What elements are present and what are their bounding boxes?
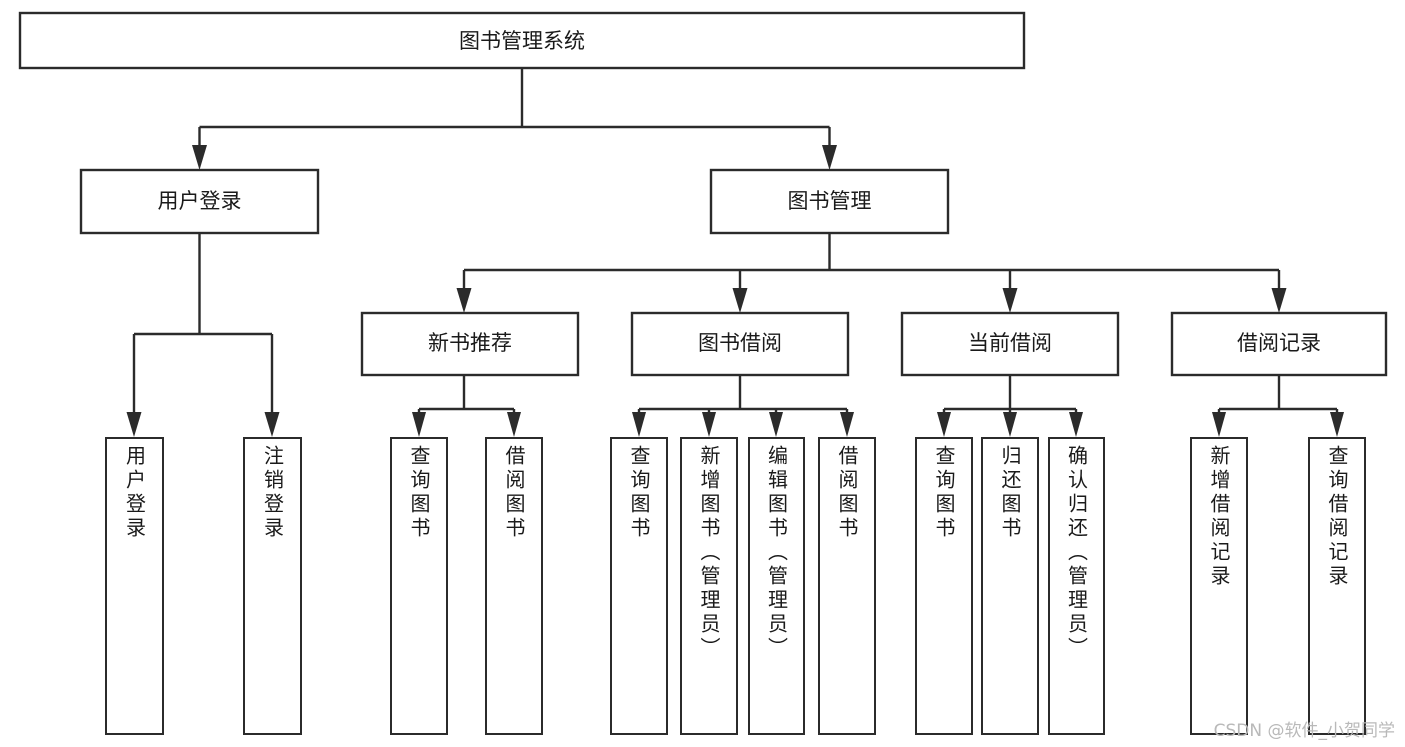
node-new-book-recommend[interactable]: 新书推荐 (360, 311, 580, 377)
arrow-head-borrowrecord-leaf1 (1212, 412, 1226, 437)
node-current-borrow[interactable]: 当前借阅 (900, 311, 1120, 377)
leaf-label: 用户登录 (122, 445, 147, 541)
leaf-node-logout[interactable]: 注销登录 (243, 437, 302, 735)
leaf-node-confirm-return-admin[interactable]: 确认归还（管理员） (1048, 437, 1105, 735)
book-management-box[interactable] (709, 168, 950, 235)
connectors-borrow-to-leaves (632, 375, 854, 437)
leaf-node-edit-book-admin[interactable]: 编辑图书（管理员） (748, 437, 805, 735)
new-book-recommend-box[interactable] (360, 311, 580, 377)
leaf-label: 编辑图书（管理员） (764, 445, 789, 661)
node-book-management[interactable]: 图书管理 (709, 168, 950, 235)
arrow-head-user-login (192, 145, 207, 170)
connectors-root-to-level2 (192, 68, 837, 170)
arrow-head-borrow (732, 288, 748, 313)
new-book-recommend-label: 新书推荐 (428, 331, 512, 355)
leaf-label: 借阅图书 (835, 445, 859, 541)
leaf-node-query-book-newbook[interactable]: 查询图书 (390, 437, 448, 735)
user-login-box[interactable] (79, 168, 320, 235)
root-box[interactable] (18, 11, 1026, 70)
arrow-head-borrow-leaf4 (840, 412, 854, 437)
arrow-head-newbook-leaf2 (507, 412, 521, 437)
leaf-node-query-book-borrow[interactable]: 查询图书 (610, 437, 668, 735)
node-book-borrow[interactable]: 图书借阅 (630, 311, 850, 377)
arrow-head-newbook (456, 288, 472, 313)
leaf-node-add-borrow-record[interactable]: 新增借阅记录 (1190, 437, 1248, 735)
borrow-record-box[interactable] (1170, 311, 1388, 377)
arrow-head-borrow-leaf3 (769, 412, 783, 437)
leaf-label: 查询借阅记录 (1325, 445, 1349, 589)
leaf-label: 注销登录 (260, 445, 285, 541)
leaf-label: 查询图书 (627, 445, 651, 541)
root-label: 图书管理系统 (459, 29, 585, 53)
leaf-node-borrow-book-borrow[interactable]: 借阅图书 (818, 437, 876, 735)
leaf-node-return-book[interactable]: 归还图书 (981, 437, 1039, 735)
connectors-userlogin-to-leaves (126, 233, 280, 437)
leaf-node-borrow-book-newbook[interactable]: 借阅图书 (485, 437, 543, 735)
current-borrow-label: 当前借阅 (968, 331, 1052, 355)
leaf-label: 借阅图书 (502, 445, 526, 541)
leaf-node-user-login[interactable]: 用户登录 (105, 437, 164, 735)
user-login-label: 用户登录 (158, 189, 242, 213)
leaf-node-query-book-current[interactable]: 查询图书 (915, 437, 973, 735)
node-user-login[interactable]: 用户登录 (79, 168, 320, 235)
leaf-node-add-book-admin[interactable]: 新增图书（管理员） (680, 437, 738, 735)
book-borrow-box[interactable] (630, 311, 850, 377)
leaf-label: 新增图书（管理员） (697, 445, 721, 661)
arrow-head-book-manage (822, 145, 837, 170)
arrow-head-current-borrow (1002, 288, 1018, 313)
leaf-label: 查询图书 (932, 445, 956, 541)
node-root[interactable]: 图书管理系统 (18, 11, 1026, 70)
connectors-currentborrow-to-leaves (937, 375, 1083, 437)
connectors-bookmanage-to-level3 (456, 233, 1287, 313)
arrow-head-borrow-record (1271, 288, 1287, 313)
connectors-borrowrecord-to-leaves (1212, 375, 1344, 437)
arrow-head-leaf-user-login (126, 412, 142, 437)
arrow-head-currentborrow-leaf3 (1069, 412, 1083, 437)
arrow-head-borrowrecord-leaf2 (1330, 412, 1344, 437)
book-borrow-label: 图书借阅 (698, 331, 782, 355)
arrow-head-currentborrow-leaf2 (1003, 412, 1017, 437)
leaf-label: 新增借阅记录 (1207, 445, 1231, 589)
leaf-label: 查询图书 (407, 445, 431, 541)
node-borrow-record[interactable]: 借阅记录 (1170, 311, 1388, 377)
leaf-label: 确认归还（管理员） (1064, 445, 1089, 661)
arrow-head-leaf-logout (264, 412, 280, 437)
arrow-head-newbook-leaf1 (412, 412, 426, 437)
borrow-record-label: 借阅记录 (1237, 331, 1321, 355)
current-borrow-box[interactable] (900, 311, 1120, 377)
book-management-label: 图书管理 (788, 189, 872, 213)
arrow-head-borrow-leaf1 (632, 412, 646, 437)
arrow-head-currentborrow-leaf1 (937, 412, 951, 437)
arrow-head-borrow-leaf2 (702, 412, 716, 437)
leaf-node-query-borrow-record[interactable]: 查询借阅记录 (1308, 437, 1366, 735)
leaf-label: 归还图书 (998, 445, 1022, 541)
connectors-newbook-to-leaves (412, 375, 521, 437)
